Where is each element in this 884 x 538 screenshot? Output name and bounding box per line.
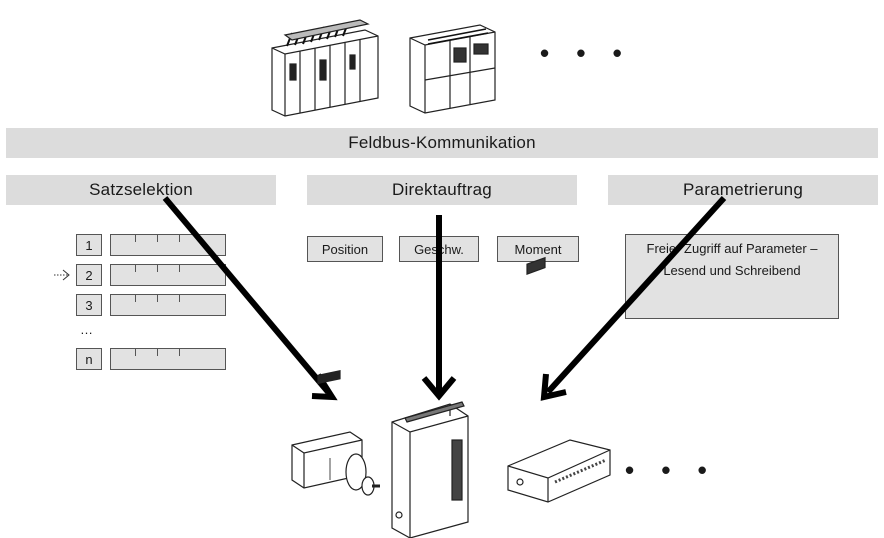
parameter-text-line1: Freier Zugriff auf Parameter – — [646, 241, 818, 256]
record-number-2: 2 — [76, 264, 102, 286]
mode-parametrierung: Parametrierung — [608, 175, 878, 205]
record-number-1: 1 — [76, 234, 102, 256]
record-slot-3 — [110, 294, 226, 316]
more-controllers-ellipsis: • • • — [540, 38, 632, 68]
field-moment: Moment — [497, 236, 579, 262]
mode-satzselektion: Satzselektion — [6, 175, 276, 205]
more-drives-ellipsis: • • • — [625, 455, 717, 485]
mode-direktauftrag: Direktauftrag — [307, 175, 577, 205]
record-slot-2 — [110, 264, 226, 286]
field-geschw: Geschw. — [399, 236, 479, 262]
fieldbus-bar: Feldbus-Kommunikation — [6, 128, 878, 158]
parameter-text-line2: Lesend und Schreibend — [663, 263, 801, 278]
selected-record-pointer-icon — [54, 269, 70, 281]
record-slot-n — [110, 348, 226, 370]
record-number-n: n — [76, 348, 102, 370]
record-slot-1 — [110, 234, 226, 256]
record-number-3: 3 — [76, 294, 102, 316]
field-position: Position — [307, 236, 383, 262]
record-ellipsis: … — [80, 322, 93, 337]
